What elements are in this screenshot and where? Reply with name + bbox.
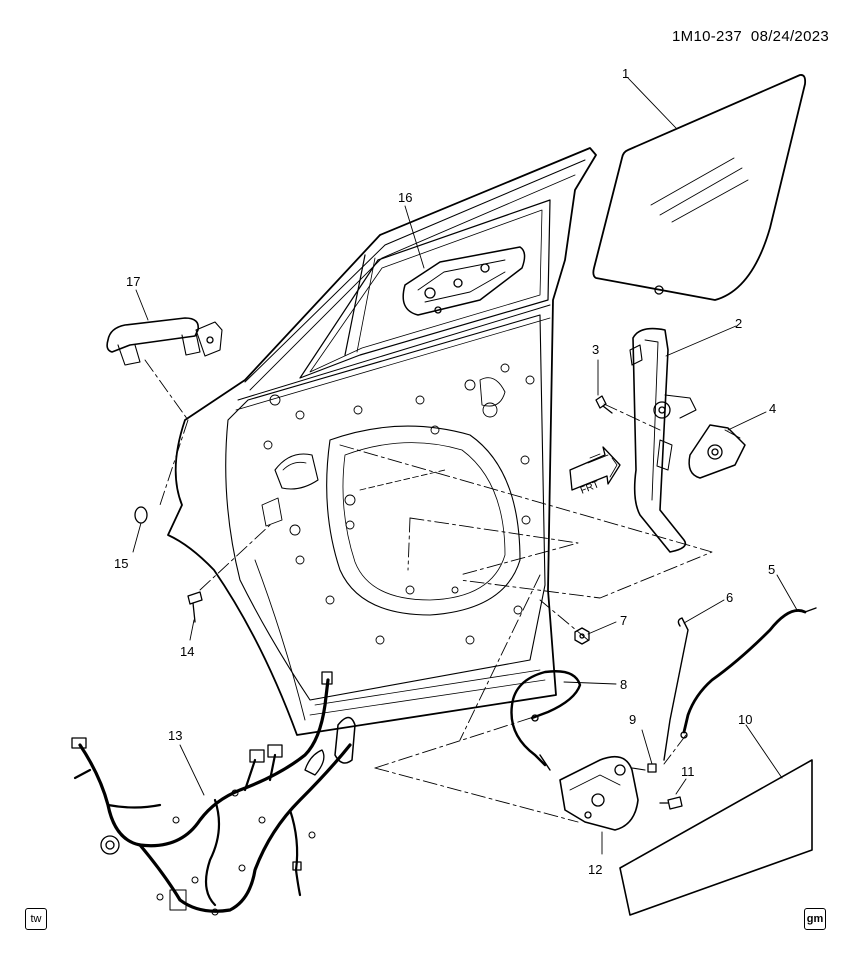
callout-3: 3 [592, 342, 599, 357]
callout-17: 17 [126, 274, 140, 289]
callout-13: 13 [168, 728, 182, 743]
plug [134, 506, 148, 524]
screw-3 [595, 395, 613, 414]
door-latch [559, 755, 646, 831]
callout-labels: 1 2 3 4 5 6 7 8 9 10 11 12 13 14 15 16 1… [114, 66, 776, 877]
callout-12: 12 [588, 862, 602, 877]
window-regulator [629, 327, 697, 553]
wiring-harness [71, 671, 356, 916]
window-regulator-motor [688, 424, 746, 479]
inside-handle-cable [510, 670, 582, 771]
callout-8: 8 [620, 677, 627, 692]
bolt-11 [659, 796, 683, 810]
clip-9 [647, 763, 657, 773]
callout-9: 9 [629, 712, 636, 727]
callout-14: 14 [180, 644, 194, 659]
gm-logo-badge: gm [804, 908, 826, 930]
callout-11: 11 [681, 764, 695, 779]
callout-4: 4 [769, 401, 776, 416]
callout-16: 16 [398, 190, 412, 205]
door-shell [167, 147, 597, 736]
window-glass [592, 74, 807, 301]
diagram-id: 1M10-237 [672, 28, 742, 45]
callout-10: 10 [738, 712, 752, 727]
callout-5: 5 [768, 562, 775, 577]
lock-rod [663, 617, 689, 761]
callout-1: 1 [622, 66, 629, 81]
diagram-date: 08/24/2023 [750, 28, 829, 45]
bolt-14 [187, 591, 203, 623]
nut-7 [574, 627, 590, 645]
inside-handle-assembly [402, 246, 526, 316]
callout-15: 15 [114, 556, 128, 571]
tw-badge: tw [25, 908, 47, 930]
diagram-header: 1M10-237 08/24/2023 [672, 28, 829, 45]
outside-handle [106, 317, 223, 366]
front-label: FRT [579, 479, 601, 496]
callout-2: 2 [735, 316, 742, 331]
callout-7: 7 [620, 613, 627, 628]
water-deflector [619, 759, 813, 916]
front-direction-arrow [569, 446, 621, 491]
callout-6: 6 [726, 590, 733, 605]
